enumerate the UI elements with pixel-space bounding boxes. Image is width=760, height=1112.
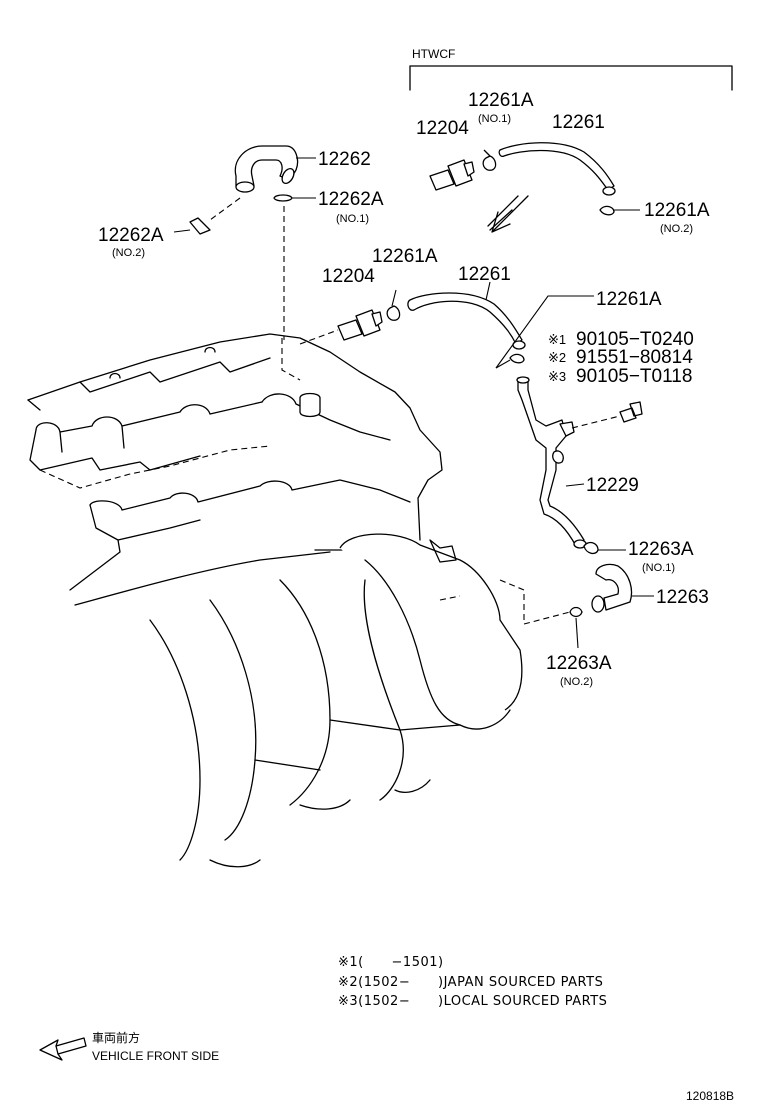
label-12263a-no1-sub: (NO.1) (642, 562, 675, 574)
label-12263: 12263 (656, 587, 709, 608)
front-label-jp: 車両前方 (92, 1030, 140, 1045)
label-12262a-no2: 12262A (98, 225, 164, 246)
label-12261a-top-no2-sub: (NO.2) (660, 223, 693, 235)
label-12261a-top-no1-sub: (NO.1) (478, 113, 511, 125)
legend-notes: ※1( −1501) ※2(1502− )JAPAN SOURCED PARTS… (338, 955, 607, 1009)
label-12262a-no1-sub: (NO.1) (336, 213, 369, 225)
bolt-icon (619, 401, 643, 423)
clamp-12261a-mid (386, 305, 401, 321)
legend-note-2: ※2(1502− )JAPAN SOURCED PARTS (338, 975, 603, 990)
part-labels: 12262 12262A (NO.1) 12262A (NO.2) 12261A… (98, 90, 710, 688)
htwcf-bracket: HTWCF (409, 47, 733, 91)
label-s2-part: 91551−80814 (576, 347, 693, 368)
assembly-arrow (487, 195, 529, 233)
vehicle-front-indicator: 車両前方 VEHICLE FRONT SIDE (39, 1030, 219, 1063)
label-s3-part: 90105−T0118 (576, 366, 692, 387)
label-s1-mark: ※1 (548, 332, 566, 347)
label-12263a-no2-sub: (NO.2) (560, 676, 593, 688)
front-label-en: VEHICLE FRONT SIDE (92, 1049, 219, 1063)
label-12261a-mid: 12261A (372, 246, 438, 267)
label-12262a-no2-sub: (NO.2) (112, 247, 145, 259)
label-12262: 12262 (318, 149, 371, 170)
top-parts-group (429, 142, 640, 233)
middle-parts-group (299, 281, 594, 369)
legend-note-3: ※3(1502− )LOCAL SOURCED PARTS (338, 994, 607, 1009)
legend-note-1: ※1( −1501) (338, 955, 444, 970)
clamp-12261a-no1-top (482, 149, 497, 171)
label-12204-mid: 12204 (322, 266, 375, 287)
label-12261-top: 12261 (552, 112, 605, 133)
hose-12261-mid (407, 292, 523, 345)
label-12261-mid: 12261 (458, 264, 511, 285)
label-s1-part: 90105−T0240 (576, 329, 694, 350)
label-s2-mark: ※2 (548, 350, 566, 365)
front-arrow-icon (39, 1037, 87, 1061)
pipe-12229 (516, 376, 643, 549)
label-s3-mark: ※3 (548, 369, 566, 384)
engine-block (27, 333, 525, 868)
label-12261a-top-no2: 12261A (644, 200, 710, 221)
elbow-hose-12263 (523, 541, 654, 649)
pcv-valve-mid (337, 309, 383, 341)
label-12229: 12229 (586, 475, 639, 496)
variant-label: HTWCF (412, 47, 455, 61)
diagram-id: 120818B (686, 1089, 734, 1103)
elbow-hose-12262 (173, 145, 316, 340)
label-12261a-top-no1: 12261A (468, 90, 534, 111)
label-12204-top: 12204 (416, 118, 469, 139)
label-12263a-no2: 12263A (546, 653, 612, 674)
clamp-12261a-no2-top (599, 205, 615, 216)
pcv-valve-top (429, 159, 475, 191)
label-12263a-no1: 12263A (628, 539, 694, 560)
label-12262a-no1: 12262A (318, 189, 384, 210)
label-12261a-right: 12261A (596, 289, 662, 310)
hose-12261-top (498, 142, 615, 191)
